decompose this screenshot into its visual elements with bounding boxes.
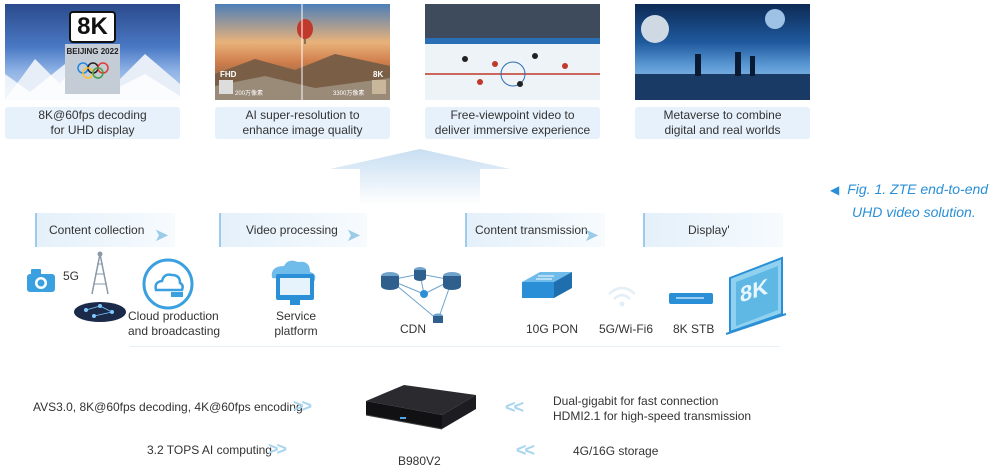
ice-hockey-image [425, 4, 600, 100]
landscape-graphic [215, 4, 390, 100]
feature-ai-computing: 3.2 TOPS AI computing [147, 443, 272, 457]
stage-label: Display' [688, 223, 730, 237]
chevron-left-icon: << [505, 397, 524, 417]
service-platform-label: Service platform [268, 309, 324, 339]
wifi-icon [608, 286, 636, 307]
figure-caption: ◀ Fig. 1. ZTE end-to-end UHD video soluti… [830, 178, 988, 223]
caption-metaverse: Metaverse to combine digital and real wo… [635, 107, 810, 139]
8k-badge-text: 8K [77, 13, 108, 40]
stage-label: Video processing [246, 223, 338, 237]
cdn-network-icon [381, 267, 461, 323]
antenna-tower-icon [91, 251, 109, 295]
snow-mountain-graphic [5, 11, 180, 100]
feature-decoding: AVS3.0, 8K@60fps decoding, 4K@60fps enco… [33, 400, 303, 414]
beijing-2022-8k-image: 8K BEIJING 2022 [5, 4, 180, 100]
figure-caption-text: Fig. 1. ZTE end-to-end [847, 181, 989, 197]
caption-line: AI super-resolution to [245, 108, 360, 122]
stage-arrow-icon: ➤ [583, 225, 599, 245]
8k-label: 8K [373, 70, 384, 79]
5g-label: 5G [63, 269, 80, 283]
chevron-right-icon: >> [293, 396, 312, 416]
stage-display: Display' [643, 213, 783, 247]
hockey-rink-graphic [425, 4, 600, 100]
stage-label: Content transmission [475, 223, 588, 237]
metaverse-image [635, 4, 810, 100]
caption-free-viewpoint: Free-viewpoint video to deliver immersiv… [425, 107, 600, 139]
wifi-label: 5G/Wi-Fi6 [599, 322, 653, 336]
caption-line: deliver immersive experience [434, 123, 591, 137]
stage-content-transmission: Content transmission ➤ [465, 213, 605, 247]
balloon-landscape-image: FHD 8K 200万像素 3300万像素 [215, 4, 390, 100]
caption-line: for UHD display [50, 123, 135, 137]
metaverse-graphic [635, 9, 810, 100]
figure-caption-line2: UHD video solution. [852, 204, 976, 220]
caption-8k-decoding: 8K@60fps decoding for UHD display [5, 107, 180, 139]
feature-storage: 4G/16G storage [573, 444, 659, 458]
upward-arrow-graphic [330, 149, 510, 205]
cloud-icon [142, 258, 194, 310]
stage-video-processing: Video processing ➤ [219, 213, 367, 247]
stage-label: Content collection [49, 223, 145, 237]
caption-pointer-icon: ◀ [830, 183, 840, 197]
caption-ai-super-resolution: AI super-resolution to enhance image qua… [215, 107, 390, 139]
device-name: B980V2 [398, 454, 441, 468]
set-top-box-image [365, 385, 476, 430]
caption-line: Free-viewpoint video to [450, 108, 575, 122]
label-line: and broadcasting [128, 324, 221, 338]
caption-line: enhance image quality [242, 123, 363, 137]
caption-line: 8K@60fps decoding [38, 108, 147, 122]
camera-icon [27, 269, 55, 292]
cdn-label: CDN [400, 322, 426, 336]
caption-line: digital and real worlds [664, 123, 781, 137]
small-left-label: 200万像素 [235, 91, 264, 97]
chevron-right-icon: >> [268, 439, 287, 459]
pon-switch-icon [522, 272, 572, 298]
divider-line [130, 346, 780, 347]
fhd-label: FHD [220, 70, 237, 79]
figure-caption-line1: ◀ Fig. 1. ZTE end-to-end [830, 178, 988, 201]
caption-line: Metaverse to combine [663, 108, 782, 122]
cloud-production-label: Cloud production and broadcasting [128, 309, 220, 339]
pon-label: 10G PON [526, 322, 579, 336]
small-right-label: 3300万像素 [333, 91, 365, 97]
tv-icon [725, 256, 787, 335]
stage-arrow-icon: ➤ [153, 225, 169, 245]
feature-dual-gigabit: Dual-gigabit for fast connection [553, 394, 719, 408]
beijing-2022-text: BEIJING 2022 [66, 47, 119, 56]
stb-label: 8K STB [673, 322, 715, 336]
stage-arrow-icon: ➤ [345, 225, 361, 245]
service-platform-icon [271, 260, 316, 305]
chevron-left-icon: << [516, 440, 535, 460]
network-cluster-icon [74, 302, 126, 322]
feature-hdmi: HDMI2.1 for high-speed transmission [553, 409, 752, 423]
stage-content-collection: Content collection ➤ [35, 213, 175, 247]
label-line: Cloud production [128, 309, 219, 323]
stb-icon [669, 293, 713, 304]
label-line: Service [275, 309, 316, 323]
label-line: platform [274, 324, 318, 338]
